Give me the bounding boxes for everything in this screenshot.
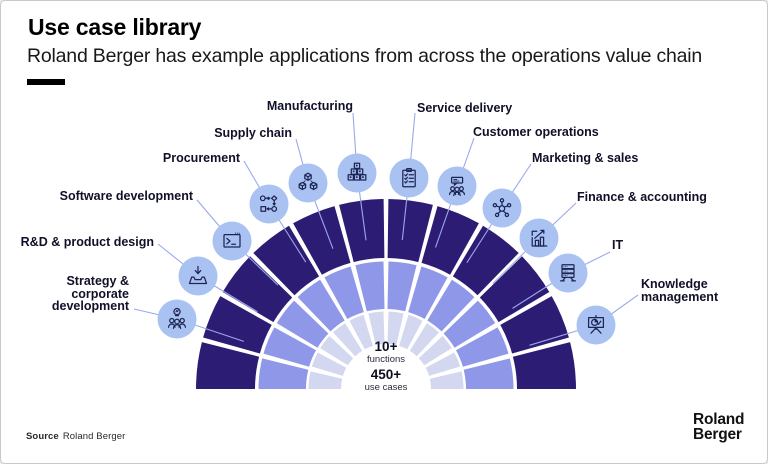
presentation-board-icon: [587, 314, 605, 334]
fan-segment: [311, 352, 347, 376]
fan-segment: [349, 314, 373, 350]
connector-lines: [133, 112, 639, 346]
terminal-window-icon: [223, 232, 241, 248]
bar-chart-growth-icon: [531, 229, 548, 247]
fan-segment: [387, 199, 433, 263]
fan-segment: [293, 206, 351, 275]
fan-segment: [399, 314, 423, 350]
function-label-procurement: Procurement: [162, 151, 240, 165]
fan-segment: [512, 342, 576, 389]
network-nodes-icon: [492, 198, 512, 218]
stacked-blocks-icon: [347, 162, 367, 181]
fan-segment: [324, 266, 364, 319]
fan-segment: [333, 323, 363, 357]
icon-circle: [482, 188, 522, 228]
fan-rings: [196, 199, 576, 389]
icon-circle: [288, 163, 328, 203]
source-value: Roland Berger: [62, 431, 126, 442]
function-label-knowledge-management: Knowledge management: [641, 277, 719, 304]
fan-segment: [203, 296, 272, 354]
fan-segment: [443, 300, 496, 348]
fan-segment: [409, 323, 439, 357]
functions-caption: functions: [366, 354, 406, 365]
fan-segment: [263, 327, 316, 367]
functions-count: 10+: [374, 339, 398, 354]
fan-segment: [196, 342, 260, 389]
page-subtitle: Roland Berger has example applications f…: [27, 45, 703, 67]
function-label-manufacturing: Manufacturing: [266, 99, 353, 113]
function-label-it: IT: [612, 238, 624, 252]
icon-circle: [437, 166, 477, 206]
inbox-arrow-icon: [188, 265, 208, 285]
fan-segment: [222, 256, 293, 323]
fan-segment: [339, 199, 385, 263]
function-label-service-delivery: Service delivery: [417, 101, 513, 115]
fan-segment: [463, 358, 514, 389]
fan-center-stats: 10+ functions 450+ use cases: [336, 340, 436, 396]
fan-segment: [408, 266, 448, 319]
fan-segment: [425, 352, 461, 376]
function-label-supply-chain: Supply chain: [214, 126, 292, 140]
title-underline: [27, 79, 65, 85]
people-chat-icon: [448, 176, 466, 197]
page-title: Use case library: [28, 14, 202, 40]
people-lightbulb-icon: [167, 307, 187, 330]
fan-segment: [387, 261, 417, 312]
icon-circle: [212, 221, 252, 261]
fan-segment: [320, 336, 354, 366]
icon-circle: [519, 218, 559, 258]
fan-segment: [452, 225, 519, 296]
flowchart-icon: [259, 195, 278, 212]
fan-segment: [297, 279, 345, 332]
icon-circle: [249, 184, 289, 224]
fan-segment: [421, 206, 479, 275]
fan-segment: [308, 371, 343, 389]
fan-segment: [429, 371, 464, 389]
use-cases-count: 450+: [370, 367, 402, 382]
function-label-marketing-sales: Marketing & sales: [532, 151, 639, 165]
function-icons: [157, 153, 616, 345]
function-label-software-development: Software development: [59, 189, 193, 203]
function-label-rnd-product-design: R&D & product design: [20, 235, 154, 249]
function-label-strategy-corporate-development: Strategy & corporate development: [51, 274, 129, 314]
fan-segment: [479, 256, 550, 323]
fan-segment: [276, 300, 329, 348]
clipboard-checklist-icon: [402, 167, 416, 188]
function-label-customer-operations: Customer operations: [473, 125, 599, 139]
function-label-finance-accounting: Finance & accounting: [577, 190, 707, 204]
fan-segment: [387, 311, 404, 346]
cubes-icon: [298, 172, 318, 191]
fan-segment: [456, 327, 509, 367]
icon-circle: [178, 256, 218, 296]
fan-segment: [368, 311, 385, 346]
roland-berger-logo: Roland Berger: [693, 411, 745, 443]
server-stack-icon: [559, 264, 577, 282]
fan-segment: [355, 261, 385, 312]
use-cases-caption: use cases: [364, 382, 408, 393]
fan-segment: [418, 336, 452, 366]
fan-segment: [427, 279, 475, 332]
fan-segment: [500, 296, 569, 354]
fan-segment: [253, 225, 320, 296]
source-label: Source: [26, 431, 59, 442]
fan-segment: [258, 358, 309, 389]
